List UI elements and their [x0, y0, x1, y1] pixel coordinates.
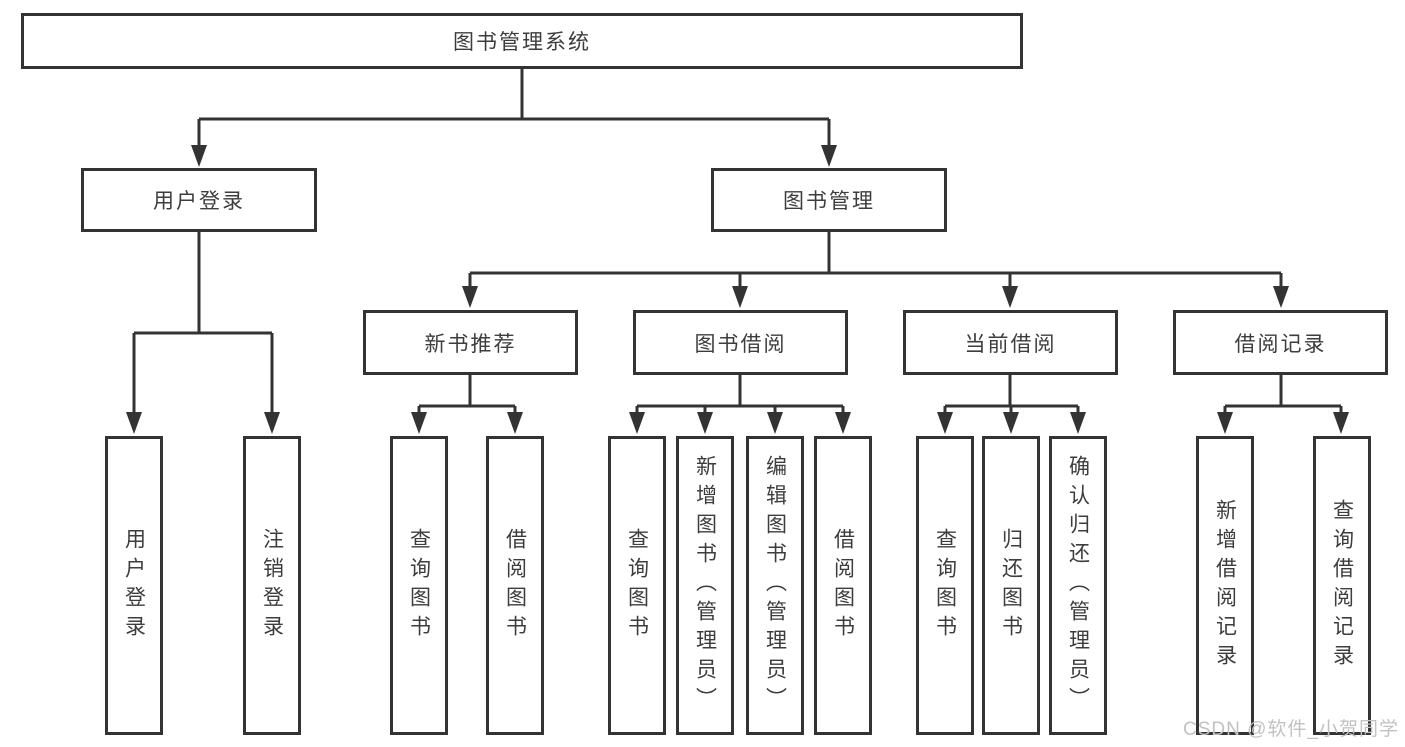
node-label: 用户登录 — [153, 190, 245, 213]
node-label: 新增图书（管理员） — [693, 455, 717, 716]
csdn-watermark: CSDN @软件_小贺同学 — [1183, 719, 1399, 740]
leaf-add-book-admin: 新增图书（管理员） — [676, 436, 734, 735]
leaf-confirm-return-admin: 确认归还（管理员） — [1049, 436, 1107, 735]
node-label: 借阅图书 — [831, 527, 855, 644]
leaf-borrow-book: 借阅图书 — [486, 436, 544, 735]
node-label: 确认归还（管理员） — [1066, 455, 1090, 716]
node-label: 当前借阅 — [964, 332, 1057, 356]
node-label: 查询图书 — [407, 527, 431, 644]
node-user-login-branch: 用户登录 — [81, 168, 317, 232]
leaf-return-book: 归还图书 — [982, 436, 1040, 735]
node-label: 借阅记录 — [1234, 332, 1327, 356]
node-new-book-recommend: 新书推荐 — [363, 310, 578, 375]
leaf-query-book: 查询图书 — [608, 436, 666, 735]
node-label: 新增借阅记录 — [1213, 498, 1237, 673]
node-label: 查询图书 — [933, 527, 957, 644]
leaf-query-book: 查询图书 — [390, 436, 448, 735]
node-label: 图书管理 — [783, 190, 875, 213]
leaf-add-borrow-record: 新增借阅记录 — [1196, 436, 1254, 735]
node-label: 查询图书 — [625, 527, 649, 644]
node-label: 查询借阅记录 — [1330, 498, 1354, 673]
node-label: 新书推荐 — [424, 332, 517, 356]
node-book-borrowing: 图书借阅 — [633, 310, 848, 375]
node-label: 用户登录 — [122, 527, 146, 644]
node-label: 注销登录 — [260, 527, 284, 644]
leaf-edit-book-admin: 编辑图书（管理员） — [746, 436, 804, 735]
node-label: 归还图书 — [999, 527, 1023, 644]
node-label: 编辑图书（管理员） — [763, 455, 787, 716]
node-book-management-branch: 图书管理 — [711, 168, 947, 232]
node-label: 借阅图书 — [503, 527, 527, 644]
leaf-user-login: 用户登录 — [105, 436, 163, 735]
node-borrowing-records: 借阅记录 — [1173, 310, 1388, 375]
leaf-query-borrow-record: 查询借阅记录 — [1313, 436, 1371, 735]
leaf-borrow-book: 借阅图书 — [814, 436, 872, 735]
leaf-query-book: 查询图书 — [916, 436, 974, 735]
node-label: 图书借阅 — [694, 332, 787, 356]
node-label: 图书管理系统 — [453, 31, 591, 54]
node-root-system: 图书管理系统 — [21, 13, 1023, 69]
leaf-logout: 注销登录 — [243, 436, 301, 735]
node-current-borrowing: 当前借阅 — [903, 310, 1118, 375]
